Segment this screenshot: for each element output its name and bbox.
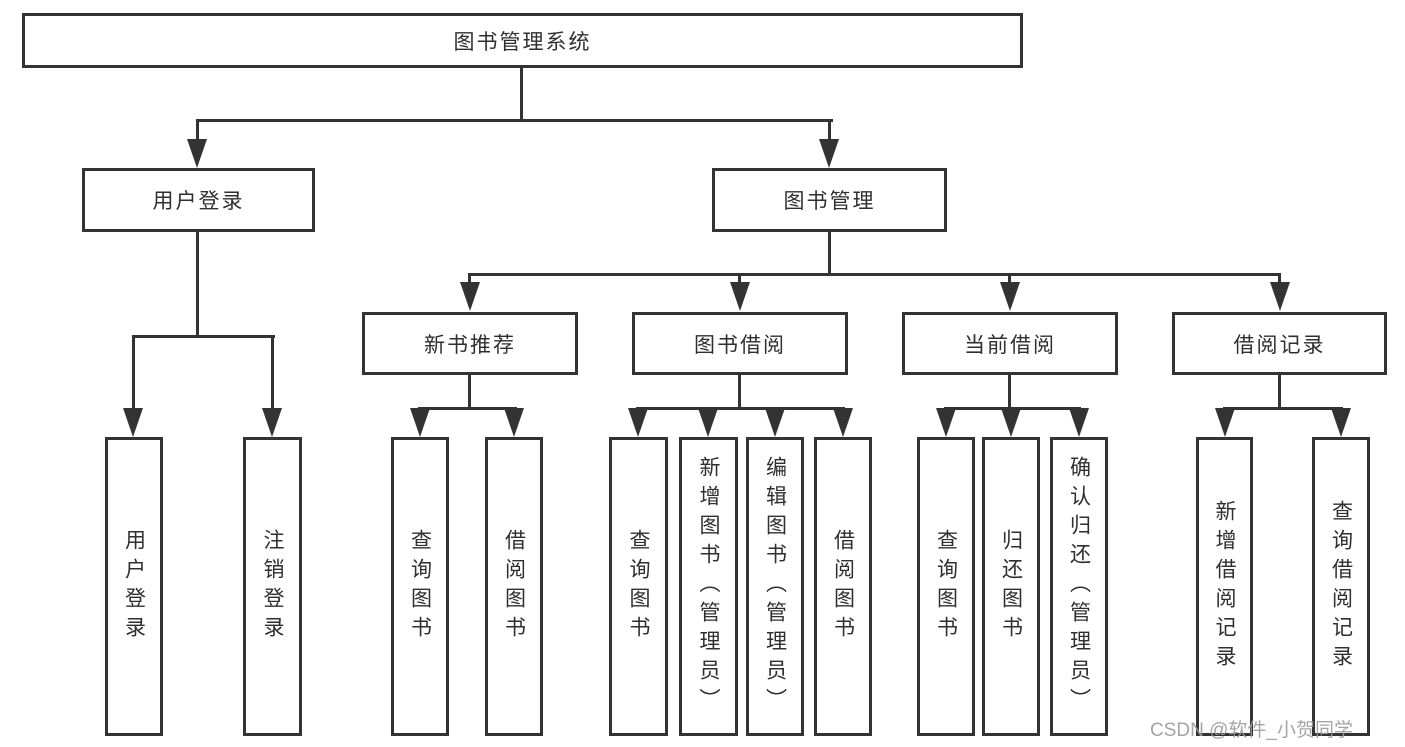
node-book-borrow: 图书借阅: [632, 312, 848, 375]
connector-line: [1008, 375, 1011, 410]
arrowhead-down-icon: [765, 408, 785, 437]
connector-line: [132, 335, 275, 338]
arrowhead-down-icon: [1331, 408, 1351, 437]
connector-line: [1278, 273, 1281, 285]
node-borrow-records: 借阅记录: [1172, 312, 1387, 375]
arrowhead-down-icon: [698, 408, 718, 437]
connector-line: [468, 273, 1281, 276]
csdn-watermark: CSDN @软件_小贺同学: [1150, 720, 1353, 741]
leaf-user-login: 用户登录: [105, 437, 163, 736]
arrowhead-down-icon: [819, 139, 839, 168]
arrowhead-down-icon: [123, 408, 143, 437]
arrowhead-down-icon: [628, 408, 648, 437]
arrowhead-down-icon: [504, 408, 524, 437]
connector-line: [271, 335, 274, 410]
arrowhead-down-icon: [833, 408, 853, 437]
connector-line: [636, 407, 845, 410]
leaf-query-borrow-record: 查询借阅记录: [1312, 437, 1370, 736]
arrowhead-down-icon: [1000, 282, 1020, 311]
arrowhead-down-icon: [936, 408, 956, 437]
leaf-borrow-books-1: 借阅图书: [485, 437, 543, 736]
leaf-borrow-books-2: 借阅图书: [814, 437, 872, 736]
arrowhead-down-icon: [262, 408, 282, 437]
arrowhead-down-icon: [187, 139, 207, 168]
leaf-return-books: 归还图书: [982, 437, 1040, 736]
leaf-query-books-3: 查询图书: [917, 437, 975, 736]
arrowhead-down-icon: [410, 408, 430, 437]
node-user-login: 用户登录: [82, 168, 315, 232]
connector-line: [828, 232, 831, 276]
arrowhead-down-icon: [730, 282, 750, 311]
leaf-query-books-2: 查询图书: [609, 437, 668, 736]
arrowhead-down-icon: [1270, 282, 1290, 311]
connector-line: [196, 232, 199, 338]
leaf-confirm-return-admin: 确认归还（管理员）: [1050, 437, 1108, 736]
node-root: 图书管理系统: [22, 13, 1023, 68]
connector-line: [418, 407, 517, 410]
connector-line: [468, 375, 471, 410]
connector-line: [520, 68, 523, 122]
arrowhead-down-icon: [1001, 408, 1021, 437]
leaf-logout: 注销登录: [243, 437, 302, 736]
connector-line: [738, 273, 741, 285]
connector-line: [196, 119, 199, 142]
node-book-management: 图书管理: [712, 168, 947, 232]
node-new-book-recommend: 新书推荐: [362, 312, 578, 375]
leaf-add-books-admin: 新增图书（管理员）: [679, 437, 738, 736]
connector-line: [132, 335, 135, 410]
node-current-borrow: 当前借阅: [902, 312, 1118, 375]
leaf-add-borrow-record: 新增借阅记录: [1196, 437, 1253, 736]
leaf-query-books-1: 查询图书: [391, 437, 449, 736]
connector-line: [1223, 407, 1343, 410]
connector-line: [828, 119, 831, 142]
leaf-edit-books-admin: 编辑图书（管理员）: [746, 437, 804, 736]
connector-line: [738, 375, 741, 410]
connector-line: [468, 273, 471, 285]
connector-line: [1278, 375, 1281, 410]
arrowhead-down-icon: [1215, 408, 1235, 437]
connector-line: [196, 119, 833, 122]
connector-line: [1008, 273, 1011, 285]
arrowhead-down-icon: [460, 282, 480, 311]
arrowhead-down-icon: [1069, 408, 1089, 437]
